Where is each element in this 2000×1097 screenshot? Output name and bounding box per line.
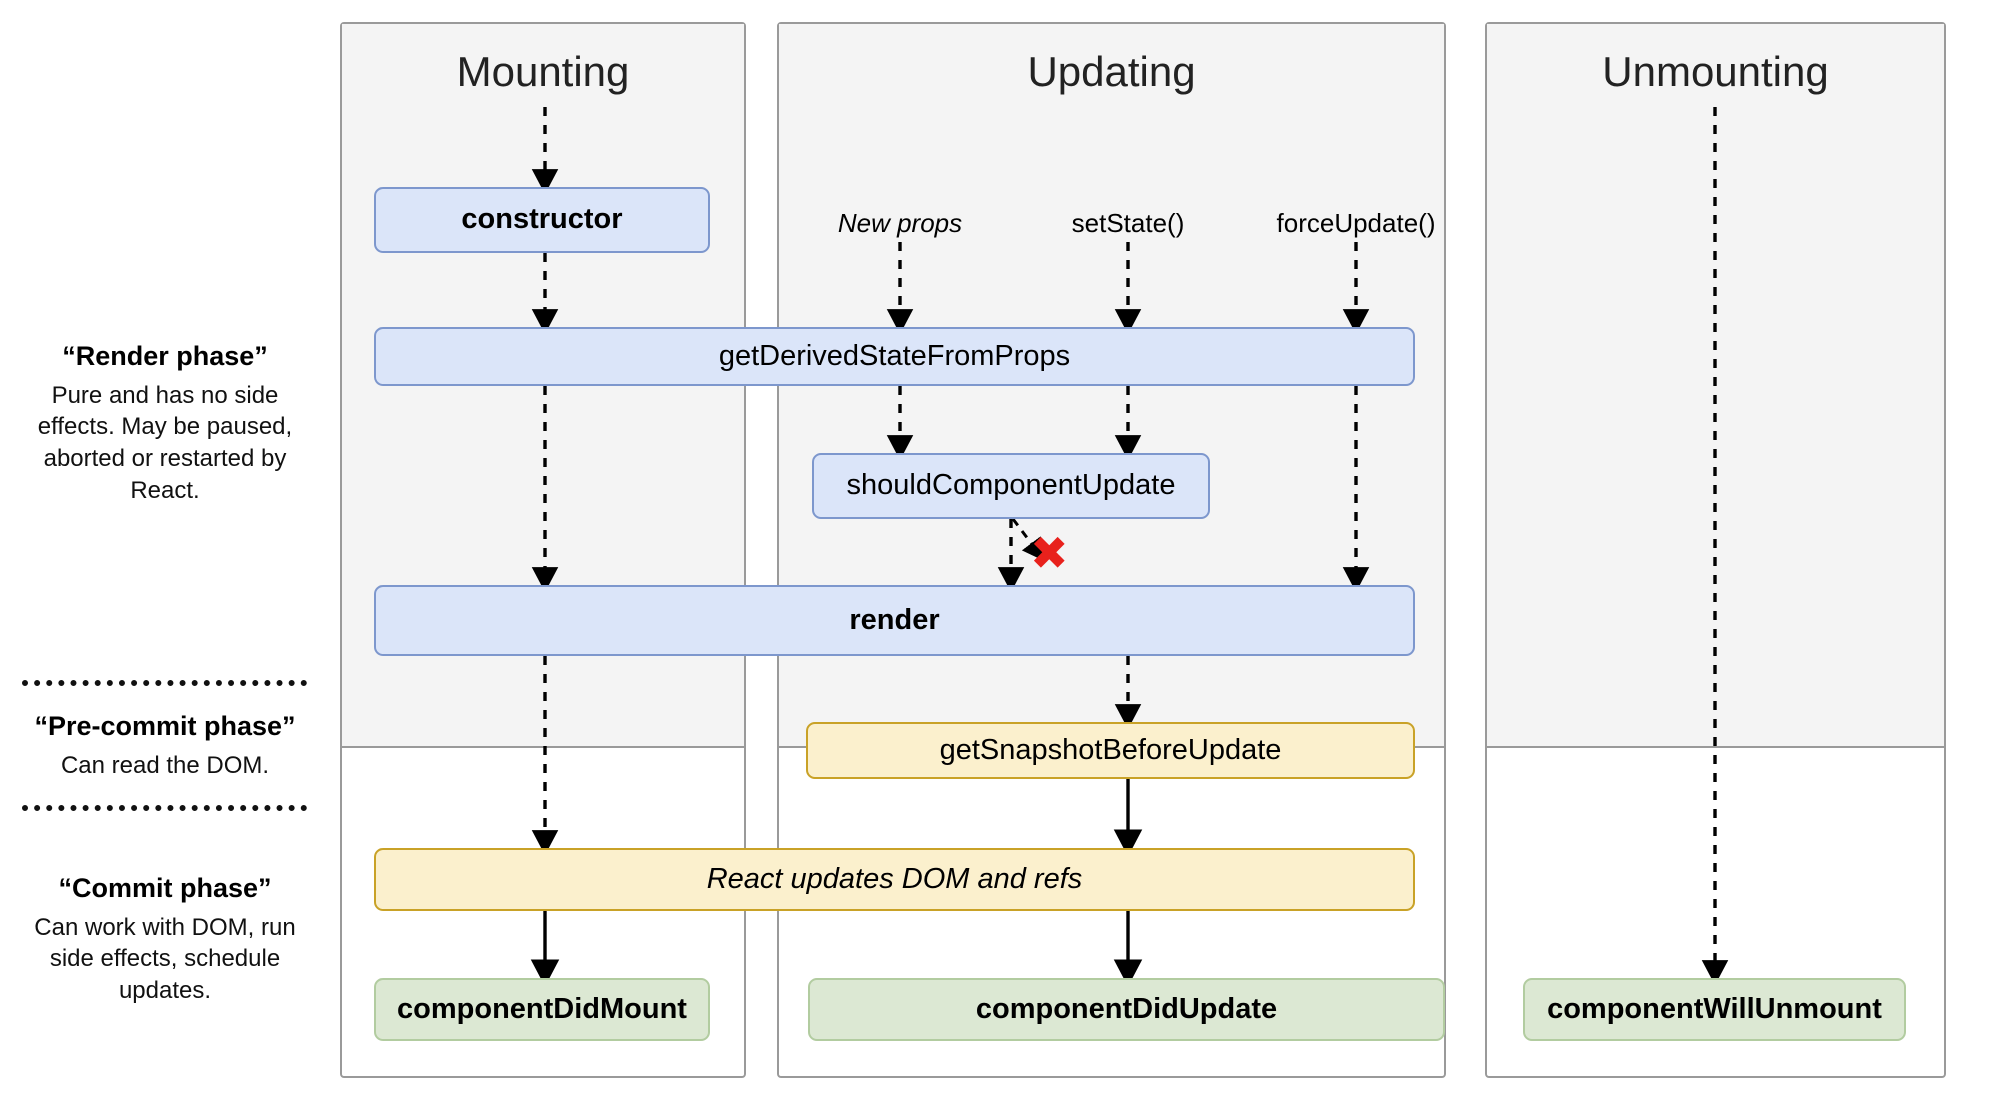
trigger-new-props: New props: [837, 208, 963, 238]
column-title-mounting: Mounting: [456, 48, 630, 95]
phase-legend-commit-title: “Commit phase”: [58, 873, 272, 903]
box-constructor-label: constructor: [461, 203, 623, 236]
box-component-will-unmount[interactable]: componentWillUnmount: [1523, 978, 1906, 1041]
box-get-derived-state-from-props-label: getDerivedStateFromProps: [718, 339, 1071, 372]
box-component-did-update[interactable]: componentDidUpdate: [808, 978, 1445, 1041]
phase-band-divider-unmounting: [1487, 746, 1944, 748]
box-constructor[interactable]: constructor: [374, 187, 710, 253]
box-component-did-mount[interactable]: componentDidMount: [374, 978, 710, 1041]
box-should-component-update[interactable]: shouldComponentUpdate: [812, 453, 1210, 519]
box-get-snapshot-before-update-label: getSnapshotBeforeUpdate: [939, 733, 1282, 766]
box-render-label: render: [849, 603, 940, 636]
skip-update-x-icon: ✖: [1030, 527, 1069, 579]
box-component-did-mount-label: componentDidMount: [397, 992, 687, 1025]
box-get-derived-state-from-props[interactable]: getDerivedStateFromProps: [374, 327, 1415, 386]
phase-divider-bottom: [22, 805, 307, 811]
column-title-unmounting: Unmounting: [1602, 48, 1829, 95]
phase-legend-pre-commit-description: Can read the DOM.: [60, 751, 270, 779]
box-react-updates-dom-label: React updates DOM and refs: [706, 862, 1083, 895]
phase-legend-commit: “Commit phase” Can work with DOM, run si…: [22, 872, 308, 1007]
trigger-force-update: forceUpdate(): [1276, 208, 1436, 238]
trigger-set-state: setState(): [1071, 208, 1185, 238]
box-react-updates-dom[interactable]: React updates DOM and refs: [374, 848, 1415, 911]
column-shade-unmounting: [1487, 24, 1944, 747]
phase-band-divider: [342, 746, 744, 748]
box-should-component-update-label: shouldComponentUpdate: [846, 469, 1176, 502]
phase-legend-render-title: “Render phase”: [62, 341, 268, 371]
box-component-will-unmount-label: componentWillUnmount: [1547, 992, 1882, 1025]
box-render[interactable]: render: [374, 585, 1415, 656]
phase-legend-render: “Render phase” Pure and has no side effe…: [22, 340, 308, 506]
box-component-did-update-label: componentDidUpdate: [975, 992, 1278, 1025]
phase-legend-commit-description: Can work with DOM, run side effects, sch…: [34, 913, 296, 1005]
column-title-updating: Updating: [1027, 48, 1196, 95]
phase-legend-pre-commit-title: “Pre-commit phase”: [34, 711, 296, 741]
phase-divider-top: [22, 680, 307, 686]
phase-legend-pre-commit: “Pre-commit phase” Can read the DOM.: [22, 710, 308, 781]
phase-legend-render-description: Pure and has no side effects. May be pau…: [37, 381, 293, 504]
box-get-snapshot-before-update[interactable]: getSnapshotBeforeUpdate: [806, 722, 1415, 779]
